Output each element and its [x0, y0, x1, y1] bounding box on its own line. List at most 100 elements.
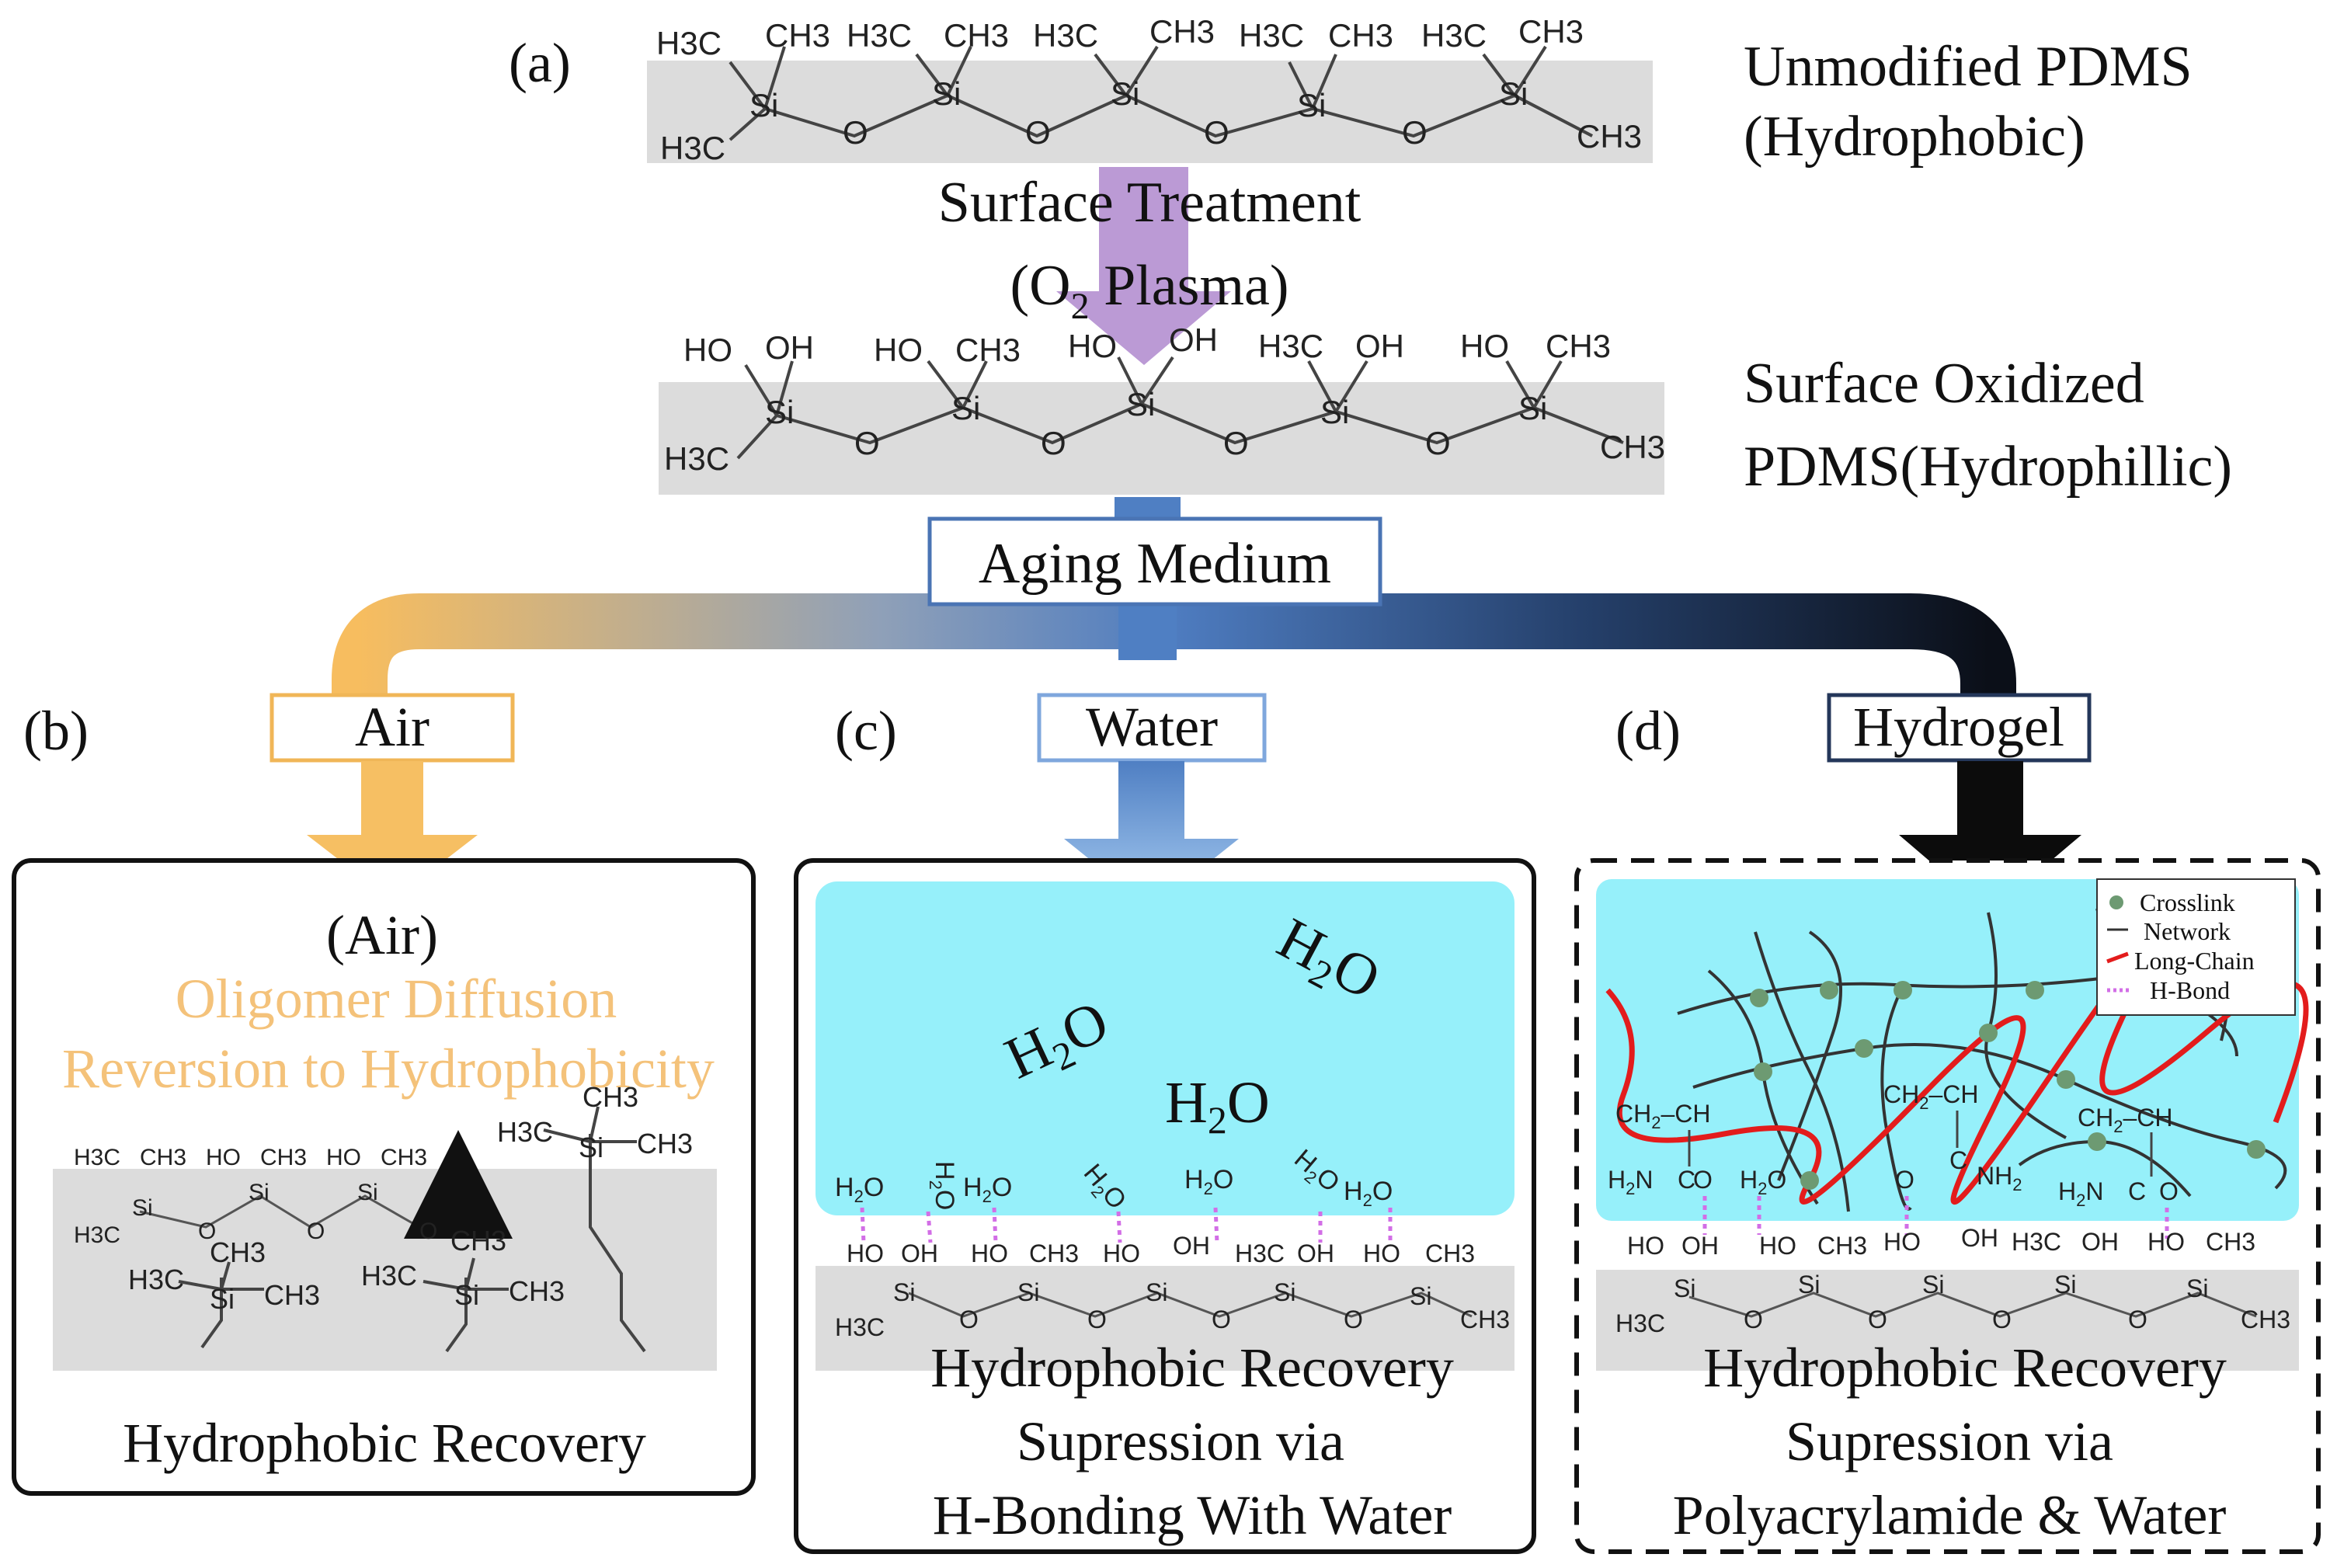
chem-label: CH3 [637, 1128, 693, 1159]
chem-label: CH3 [1817, 1232, 1867, 1260]
chem-label: CH3 [944, 17, 1009, 54]
siloxane-backbone [764, 93, 1593, 138]
chem-label: Si [1320, 394, 1349, 430]
chem-label: H3C [656, 25, 722, 61]
o2-plasma-label: (O2 Plasma) [1010, 254, 1289, 327]
legend-network: Network [2144, 917, 2231, 945]
chem-label: Si [749, 87, 778, 123]
chem-label: CH3 [1425, 1239, 1475, 1267]
air-surface-molecules: H3C CH3 Si H3C O HO CH3 Si O HO CH3 Si O… [53, 1081, 717, 1371]
chem-label: H3C [1033, 17, 1098, 54]
pdms-substrate [1596, 1270, 2299, 1371]
legend-crosslink-swatch [2109, 895, 2123, 909]
chem-label: Si [2186, 1274, 2208, 1302]
air-medium-label: Air [355, 696, 429, 758]
chem-label: O [2159, 1177, 2179, 1205]
chem-label: H3C [1239, 17, 1304, 54]
chem-label: Si [579, 1132, 603, 1163]
chem-label: HO [1460, 328, 1509, 364]
hydrophobic-label: (Hydrophobic) [1744, 105, 2085, 169]
chem-label: H3C [1258, 328, 1323, 364]
chem-label: H3C [835, 1313, 885, 1341]
chem-label: CH3 [1600, 429, 1665, 465]
surface-band [659, 382, 1664, 495]
aging-medium-label: Aging Medium [979, 532, 1331, 596]
chem-label: CH3 [1328, 17, 1393, 54]
chem-label: OH [1355, 328, 1404, 364]
chem-label: Si [1111, 75, 1139, 112]
legend-long-chain-swatch [2106, 951, 2129, 964]
chem-label: CH2–CH [1883, 1080, 1978, 1113]
chem-label: OH [1169, 322, 1218, 358]
branch-connector [332, 593, 2016, 711]
pdms-substrate [816, 1266, 1514, 1371]
chem-label: OH [1961, 1224, 1998, 1252]
hydrogel-medium-box [1827, 693, 2092, 763]
chem-label: CH3 [1577, 118, 1642, 155]
chem-label: CH2–CH [2078, 1104, 2172, 1136]
oligomer-chain [445, 1278, 468, 1353]
chem-label: HO [206, 1145, 241, 1170]
surface-band [647, 61, 1653, 163]
chem-label: CH3 [1029, 1239, 1079, 1267]
chem-label: Si [932, 75, 961, 112]
chem-label: Si [893, 1278, 915, 1306]
unmodified-pdms-chain: H3C CH3 Si H3C O H3C CH3 Si O H3C CH3 Si… [647, 13, 1653, 166]
chem-label: Si [1274, 1278, 1295, 1306]
chem-label: H3C [664, 440, 729, 477]
chem-label: H3C [847, 17, 912, 54]
chem-label: CH3 [264, 1279, 320, 1311]
chem-label: O [1087, 1306, 1107, 1333]
hydrogel-legend: Crosslink Network Long-Chain H-Bond [2096, 878, 2296, 1016]
panel-c-label: (c) [835, 700, 897, 762]
hydrogel-medium-label: Hydrogel [1853, 696, 2064, 758]
chem-label: Si [210, 1283, 235, 1315]
chem-label: O [2128, 1306, 2147, 1333]
air-title: (Air) [326, 904, 438, 966]
chem-label: Si [1674, 1274, 1695, 1302]
siloxane-backbone [908, 1292, 1473, 1318]
surface-treatment-label: Surface Treatment [938, 171, 1361, 235]
chem-label: O [307, 1219, 325, 1244]
chem-label: O [1744, 1306, 1763, 1333]
legend-box [2096, 878, 2296, 1016]
chem-label: H3C [2012, 1228, 2061, 1256]
chem-label: Si [1518, 390, 1547, 426]
chem-label: HO [1103, 1239, 1140, 1267]
chem-label: H3C [128, 1264, 184, 1295]
chem-label: CH3 [450, 1225, 506, 1257]
caption-line-3: Polyacrylamide & Water [1673, 1484, 2227, 1546]
surface-oxidized-label: Surface Oxidized [1744, 352, 2144, 415]
chem-label: O [1212, 1306, 1231, 1333]
chem-label: C [1678, 1166, 1695, 1194]
trunk-mid [1118, 598, 1177, 660]
unmodified-pdms-label: Unmodified PDMS [1744, 35, 2193, 99]
chem-label: O [1693, 1166, 1713, 1194]
chem-label: H3C [497, 1116, 553, 1148]
water-medium-box [1037, 693, 1267, 763]
chem-label: H3C [1421, 17, 1487, 54]
chem-label: CH3 [1518, 13, 1584, 50]
chem-label: H3C [361, 1260, 417, 1292]
crosslinks [1750, 981, 2266, 1190]
long-chain [1605, 937, 2309, 1205]
chem-label: Si [1146, 1278, 1167, 1306]
chem-label: Si [1297, 87, 1326, 123]
chem-label: CH3 [1460, 1306, 1510, 1333]
chem-label: OH [1681, 1232, 1719, 1260]
aging-medium-box [927, 516, 1382, 607]
chem-label: CH3 [2206, 1228, 2255, 1256]
chem-label: O [1223, 425, 1249, 461]
hydrogel-pdms-substrate: HO OH Si H3C O HO CH3 Si O HO OH Si O H3… [1596, 1224, 2299, 1371]
chem-label: CH3 [509, 1275, 565, 1307]
chem-label: H3C [1615, 1309, 1665, 1337]
chem-label: Si [765, 394, 794, 430]
water-medium-label: Water [1086, 696, 1218, 758]
chem-label: CH3 [582, 1081, 638, 1113]
chem-label: HO [874, 332, 923, 368]
chem-label: HO [683, 332, 732, 368]
chem-label: O [1204, 114, 1229, 151]
chem-label: H3C [74, 1222, 120, 1248]
chem-label: CH3 [210, 1236, 266, 1268]
